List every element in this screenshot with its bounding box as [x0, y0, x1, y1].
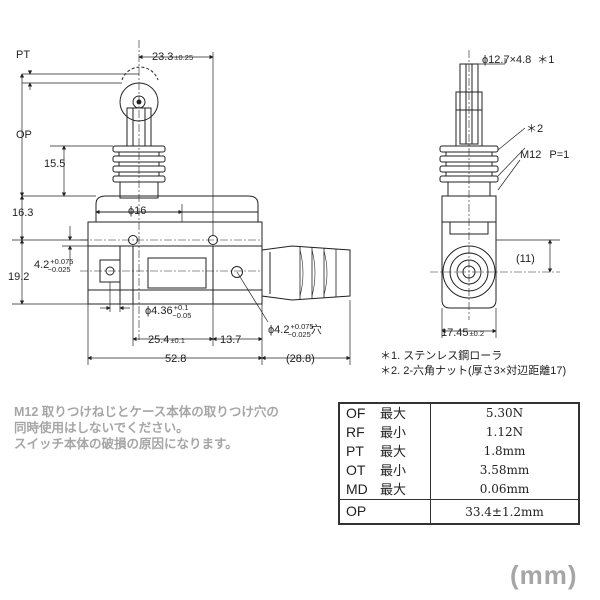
- label-11: (11): [516, 253, 535, 265]
- warning-line-2: 同時使用はしないでください。: [14, 421, 189, 435]
- switch-body: [87, 221, 263, 305]
- label-roller-size: ϕ12.7×4.8＊1: [482, 54, 554, 66]
- label-op: OP: [16, 129, 32, 141]
- label-phi4-36: ϕ4.36+0.1−0.05: [145, 303, 191, 320]
- mounting-warning: M12 取りつけねじとケース本体の取りつけ穴の 同時使用はしないでください。 ス…: [14, 404, 334, 452]
- label-17-45: 17.45±0.2: [441, 327, 484, 339]
- label-star2: ＊2: [526, 123, 543, 135]
- roller-dashed: [121, 66, 159, 81]
- warning-line-3: スイッチ本体の破損の原因になります。: [14, 437, 238, 451]
- body-window: [147, 257, 207, 289]
- warning-line-1: M12 取りつけねじとケース本体の取りつけ穴の: [14, 405, 279, 419]
- front-dim-labels: PT OP 23.3±0.25 15.5 16.3 ϕ16 4.2+0.075−…: [8, 49, 322, 365]
- note-hex-nut: ＊2. 2-六角ナット(厚さ3×対辺距離17): [380, 365, 567, 377]
- label-phi16: ϕ16: [128, 205, 146, 217]
- label-25-4: 25.4±0.1: [148, 334, 185, 346]
- label-pt: PT: [16, 49, 30, 61]
- label-16-3: 16.3: [12, 207, 33, 219]
- side-body: [441, 195, 497, 309]
- side-dimensions: [441, 58, 560, 338]
- spec-row-op: OP 33.4±1.2mm: [339, 499, 579, 524]
- label-23-3: 23.3±0.25: [152, 51, 193, 63]
- mount-hole-lower: [231, 266, 243, 278]
- label-15-5: 15.5: [44, 158, 65, 170]
- front-dimensions: [12, 52, 351, 365]
- cable-boot: [261, 245, 351, 301]
- note-roller-material: ＊1. ステンレス鋼ローラ: [380, 350, 503, 362]
- label-4-2: 4.2+0.075−0.025: [34, 257, 73, 274]
- body-top: [95, 195, 259, 223]
- front-view: [80, 40, 351, 340]
- label-52-8: 52.8: [165, 353, 186, 365]
- side-view: [430, 50, 560, 320]
- unit-label: (mm): [510, 560, 578, 590]
- label-28-8: (28.8): [286, 353, 315, 365]
- label-13-7: 13.7: [220, 334, 241, 346]
- label-phi4-2-hole: ϕ4.2+0.075−0.025穴: [268, 322, 322, 339]
- label-19-2: 19.2: [8, 271, 29, 283]
